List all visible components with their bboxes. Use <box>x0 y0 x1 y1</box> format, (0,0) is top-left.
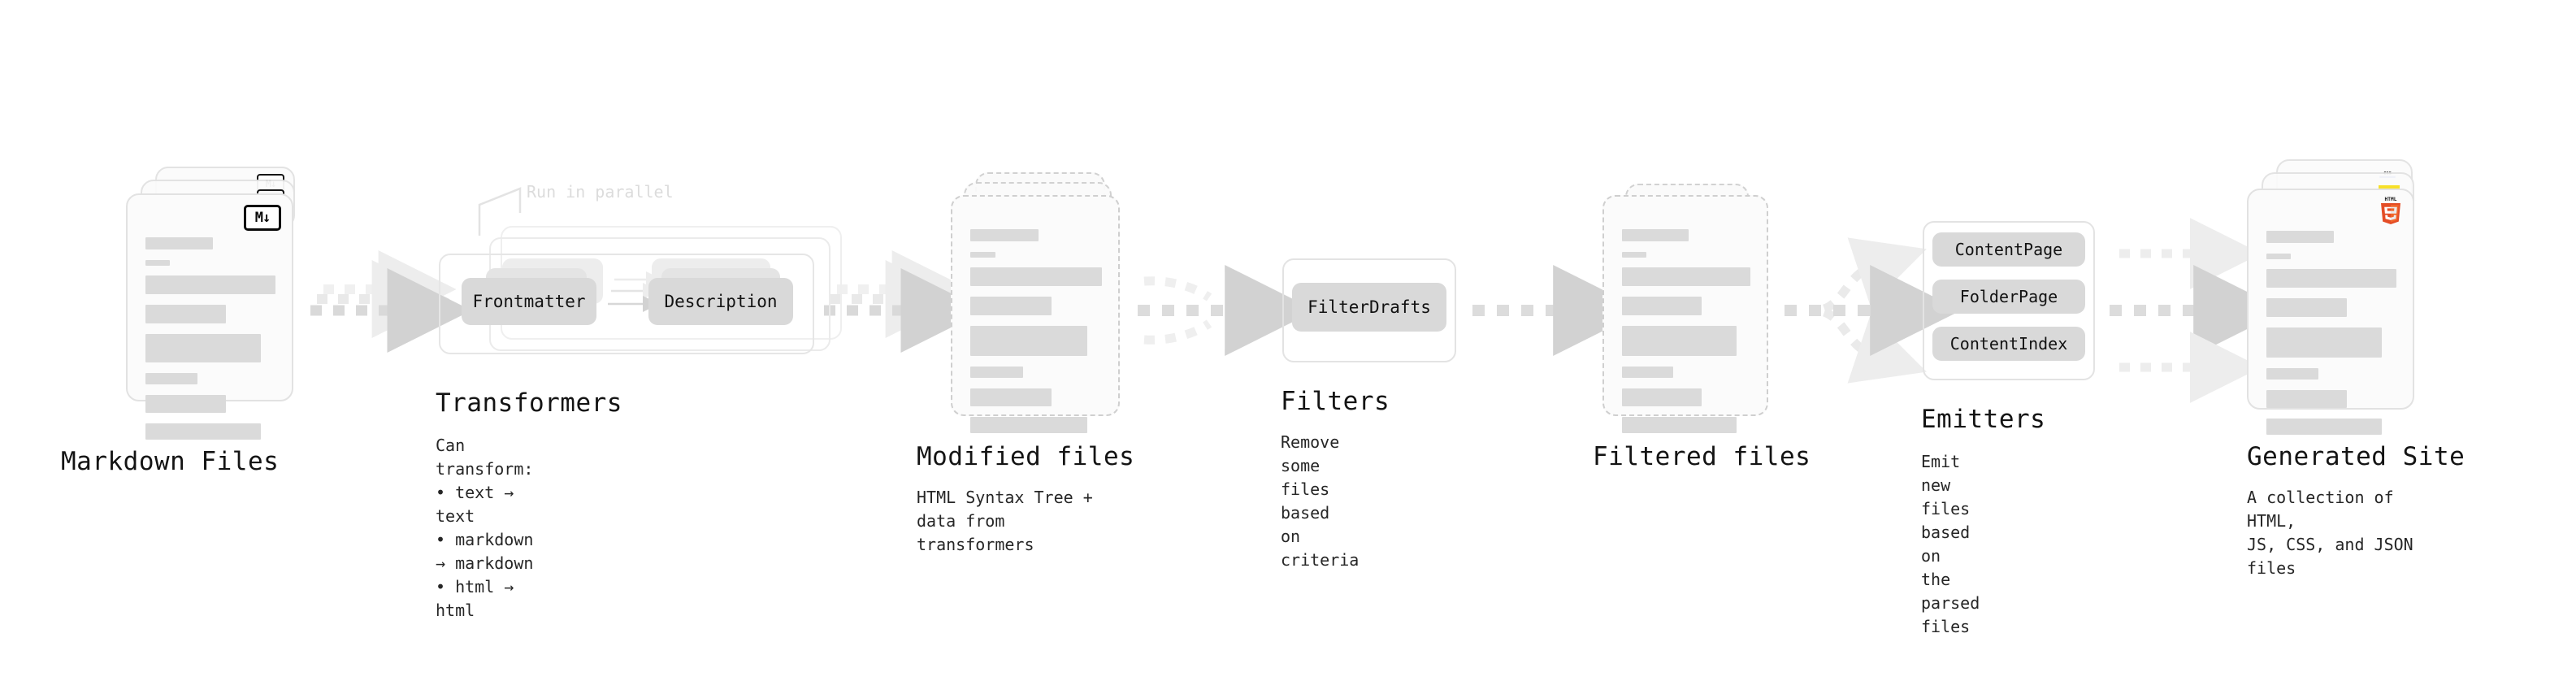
content-bar <box>1622 267 1750 286</box>
markdown-doc-front: M↓ <box>126 193 293 440</box>
content-bar <box>145 305 227 323</box>
emitter-chip-folderpage[interactable]: FolderPage <box>1932 280 2085 314</box>
stage-title-filters: Filters <box>1281 387 1390 416</box>
stage-title-markdown-files: Markdown Files <box>61 447 280 476</box>
content-bar <box>970 297 1052 315</box>
stage-desc-transformers: Can transform: • text → text • markdown … <box>436 436 534 620</box>
stage-title-emitters: Emitters <box>1921 405 2046 434</box>
stage-desc-modified-files: HTML Syntax Tree + data from transformer… <box>917 488 1093 554</box>
content-bar <box>2266 419 2383 435</box>
filters-group <box>1282 258 1456 362</box>
emitter-chip-contentpage[interactable]: ContentPage <box>1932 232 2085 267</box>
content-bar <box>970 252 995 258</box>
stage-markdown-files: M↓ M↓ M↓ Markdown Files <box>61 167 313 476</box>
stage-title-filtered-files: Filtered files <box>1593 442 1811 471</box>
content-bar <box>2266 327 2383 358</box>
content-bar <box>2266 368 2318 380</box>
content-bar <box>145 373 197 384</box>
arrow-markdown-to-transformers <box>310 250 472 353</box>
arrow-filtered-to-emitters <box>1785 237 1962 384</box>
stage-title-modified-files: Modified files <box>917 442 1135 471</box>
stage-title-transformers: Transformers <box>436 388 622 418</box>
content-bar <box>145 395 227 413</box>
transformer-chip-frontmatter[interactable]: Frontmatter <box>462 278 596 325</box>
arrow-emitters-to-generated <box>2110 218 2285 403</box>
arrow-modified-to-filters <box>1138 265 1316 356</box>
run-in-parallel-label: Run in parallel <box>527 182 674 202</box>
content-bar <box>145 334 262 362</box>
stage-filtered-files: Filtered files <box>1593 184 1811 471</box>
content-bar <box>970 267 1102 286</box>
content-bar <box>1622 229 1689 241</box>
modified-doc-content <box>970 229 1102 444</box>
stage-title-generated-site: Generated Site <box>2247 442 2465 471</box>
content-bar <box>145 275 275 294</box>
stage-desc-filters: Remove some files based on criteria <box>1281 432 1360 570</box>
svg-text:HTML: HTML <box>2385 197 2397 202</box>
filtered-doc-front <box>1602 195 1768 433</box>
content-bar <box>2266 298 2348 317</box>
generated-file-stack: CSS HTML <box>2247 159 2434 435</box>
html5-icon: HTML <box>2381 197 2400 224</box>
stage-modified-files: Modified files HTML Syntax Tree + data f… <box>917 172 1134 554</box>
content-bar <box>145 423 262 440</box>
generated-doc-html: HTML <box>2247 189 2414 435</box>
markdown-file-stack: M↓ M↓ M↓ <box>126 167 313 440</box>
content-bar <box>2266 231 2335 243</box>
content-bar <box>1622 388 1702 406</box>
content-bar <box>1622 252 1647 258</box>
content-bar <box>970 229 1039 241</box>
modified-file-stack <box>951 172 1130 433</box>
content-bar <box>145 260 171 266</box>
content-bar <box>970 326 1088 356</box>
content-bar <box>970 417 1088 433</box>
content-bar <box>145 237 214 249</box>
markdown-icon: M↓ <box>244 205 281 231</box>
content-bar <box>1622 367 1674 378</box>
content-bar <box>970 367 1023 378</box>
modified-doc-front <box>951 195 1120 433</box>
stage-desc-emitters: Emit new files based on the parsed files <box>1921 452 1980 636</box>
content-bar <box>2266 390 2348 408</box>
content-bar <box>1622 417 1737 433</box>
markdown-doc-content <box>145 237 275 450</box>
stage-desc-generated-site: A collection of HTML, JS, CSS, and JSON … <box>2247 488 2413 578</box>
filtered-file-stack <box>1602 184 1777 433</box>
stage-generated-site: CSS HTML <box>2247 159 2465 578</box>
emitter-chip-contentindex[interactable]: ContentIndex <box>1932 327 2085 361</box>
emitters-group <box>1923 221 2095 380</box>
transformer-chip-description[interactable]: Description <box>648 278 793 325</box>
content-bar <box>1622 297 1702 315</box>
content-bar <box>2266 269 2396 288</box>
filtered-doc-content <box>1622 229 1750 444</box>
content-bar <box>2266 254 2292 259</box>
content-bar <box>970 388 1052 406</box>
transformers-group-front <box>439 254 814 354</box>
filter-chip-filterdrafts[interactable]: FilterDrafts <box>1292 283 1446 332</box>
generated-doc-content <box>2266 231 2396 445</box>
content-bar <box>1622 326 1737 356</box>
